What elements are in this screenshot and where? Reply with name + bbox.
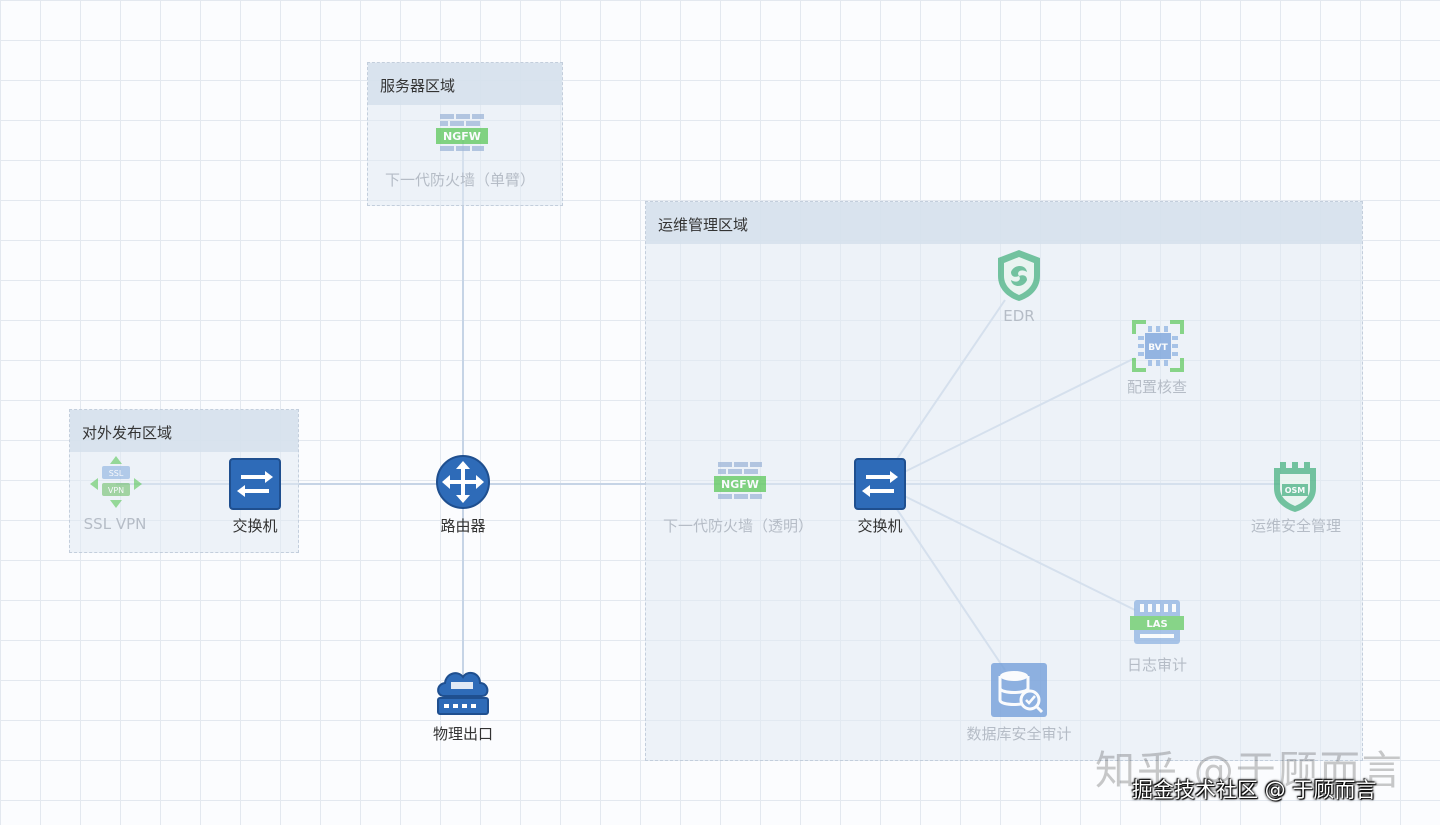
zone-title: 运维管理区域 bbox=[658, 216, 749, 234]
database-audit-icon bbox=[991, 663, 1047, 717]
firewall-icon: NGFW bbox=[714, 462, 766, 499]
log-audit-node[interactable]: LAS bbox=[1128, 596, 1186, 648]
db-audit-label: 数据库安全审计 bbox=[966, 725, 1072, 743]
zone-title: 对外发布区域 bbox=[82, 424, 173, 442]
switch-ops-node[interactable] bbox=[854, 458, 906, 510]
physical-exit-label: 物理出口 bbox=[432, 725, 494, 743]
las-icon-text: LAS bbox=[1146, 619, 1167, 630]
router-icon bbox=[436, 455, 490, 509]
watermark-zhihu: 知乎 @于顾而言 bbox=[1095, 748, 1404, 794]
vpn-icon-text: VPN bbox=[108, 486, 124, 495]
ngfw-transparent-node[interactable]: NGFW bbox=[712, 460, 768, 506]
switch-external-label: 交换机 bbox=[232, 517, 278, 535]
watermark-juejin: 掘金技术社区 @ 于顾而言 bbox=[1132, 778, 1377, 802]
ops-security-node[interactable]: OSM bbox=[1270, 458, 1320, 514]
ssl-icon-text: SSL bbox=[109, 469, 124, 478]
fortress-shield-icon: OSM bbox=[1274, 462, 1316, 512]
router-label: 路由器 bbox=[440, 517, 486, 535]
edr-node[interactable] bbox=[994, 248, 1044, 302]
edr-label: EDR bbox=[1003, 307, 1035, 325]
firewall-icon: NGFW bbox=[436, 114, 488, 151]
switch-icon bbox=[854, 458, 906, 510]
ngfw-single-label: 下一代防火墙（单臂） bbox=[384, 171, 536, 189]
ssl-vpn-node[interactable]: SSL VPN bbox=[88, 454, 144, 510]
ssl-vpn-label: SSL VPN bbox=[83, 515, 147, 533]
switch-icon bbox=[229, 458, 281, 510]
db-audit-node[interactable] bbox=[990, 662, 1048, 718]
cloud-icon bbox=[437, 671, 489, 715]
bvt-icon-text: BVT bbox=[1148, 343, 1168, 353]
ngfw-icon-text: NGFW bbox=[721, 478, 759, 491]
ngfw-icon-text: NGFW bbox=[443, 130, 481, 143]
ngfw-transparent-label: 下一代防火墙（透明） bbox=[662, 517, 814, 535]
log-audit-label: 日志审计 bbox=[1126, 656, 1188, 674]
shield-icon bbox=[998, 250, 1040, 301]
switch-ops-label: 交换机 bbox=[857, 517, 903, 535]
physical-exit-node[interactable] bbox=[432, 662, 494, 718]
osm-icon-text: OSM bbox=[1285, 486, 1306, 495]
zone-title: 服务器区域 bbox=[380, 77, 456, 95]
log-server-icon: LAS bbox=[1130, 600, 1184, 644]
config-check-label: 配置核查 bbox=[1126, 378, 1188, 396]
switch-external-node[interactable] bbox=[229, 458, 281, 510]
config-check-node[interactable]: BVT bbox=[1130, 318, 1186, 374]
ngfw-single-node[interactable]: NGFW bbox=[434, 112, 490, 158]
vpn-icon: SSL VPN bbox=[90, 456, 142, 508]
chip-icon: BVT bbox=[1132, 320, 1184, 372]
router-node[interactable] bbox=[435, 454, 491, 510]
ops-security-label: 运维安全管理 bbox=[1250, 517, 1342, 535]
